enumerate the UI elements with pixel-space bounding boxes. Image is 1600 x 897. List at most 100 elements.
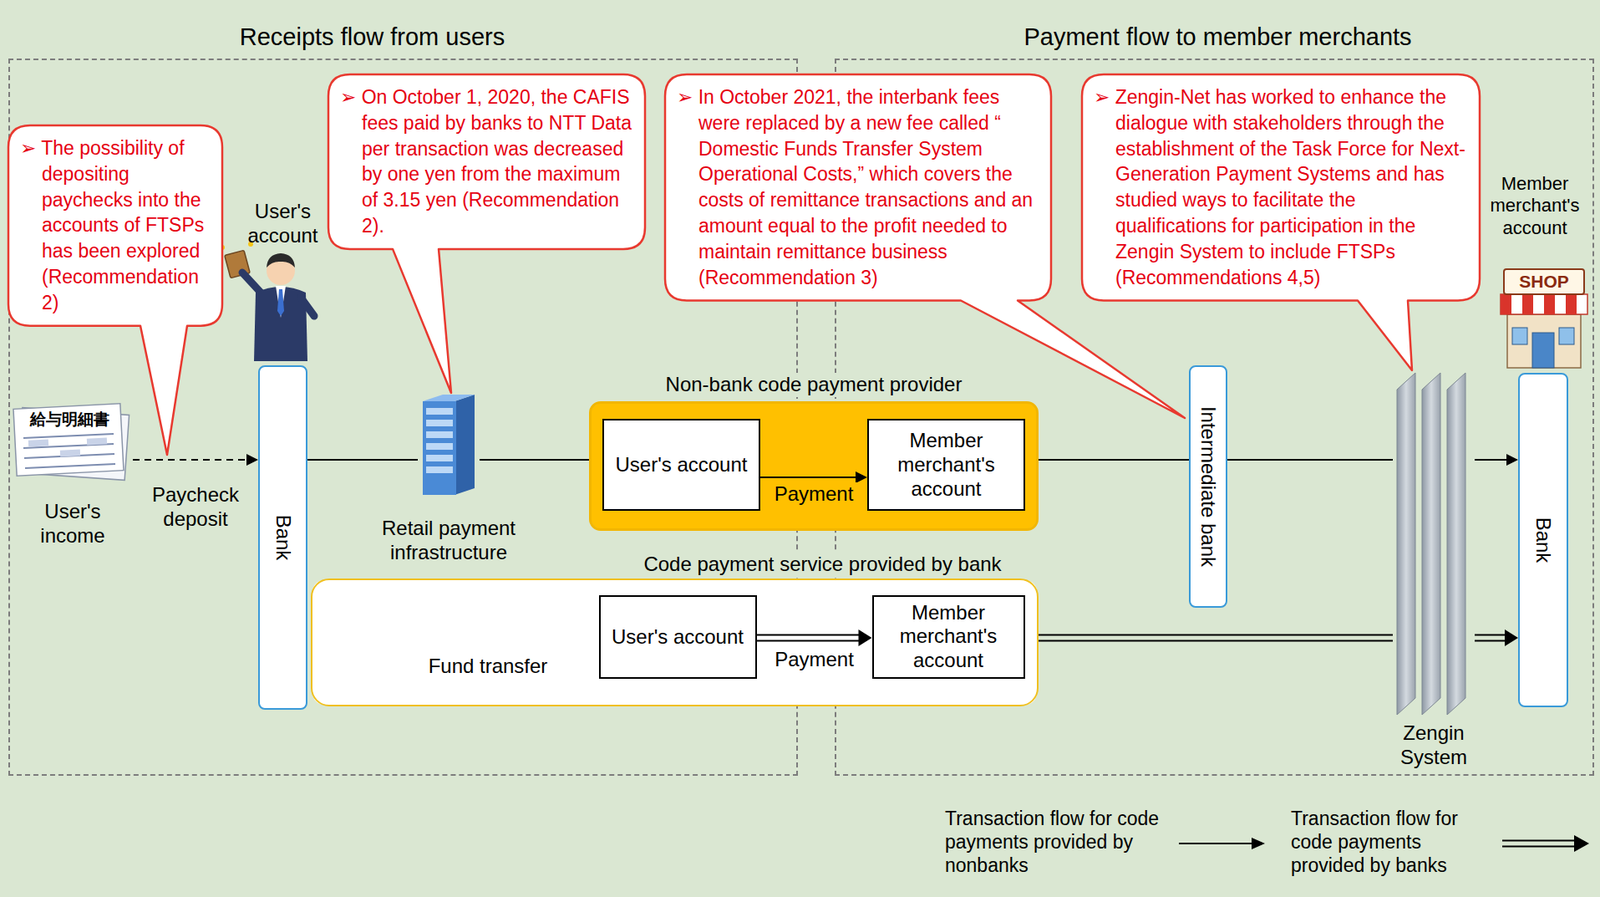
connector (1227, 459, 1393, 461)
vertical-label: Bank (270, 514, 295, 561)
shop-icon-part (1507, 314, 1581, 368)
connector-line (1038, 458, 1189, 461)
callout-text: ➢ Zengin-Net has worked to enhance the d… (1115, 84, 1468, 291)
shop-icon-part (1503, 269, 1585, 295)
callout-text: ➢ The possibility of depositing paycheck… (41, 135, 211, 316)
user-figure-part (277, 289, 285, 316)
intermediate-bank-bar: Intermediate bank (1188, 365, 1228, 608)
vertical-label: Intermediate bank (1196, 406, 1221, 567)
connector-line (1474, 634, 1509, 636)
shop-icon-part-part (1522, 294, 1534, 315)
server-icon (422, 394, 475, 495)
legend-sample-single-part (1178, 842, 1254, 844)
node-label: Fund transfer (404, 654, 572, 679)
connector-line (1474, 640, 1509, 642)
connector-line (1038, 640, 1393, 642)
edge-label: Paycheck deposit (145, 482, 246, 532)
shop-icon-part (1500, 294, 1577, 315)
payslip-illustration-part (23, 433, 116, 468)
vertical-label: Bank (1531, 517, 1556, 564)
zengin-plates-part (1447, 372, 1466, 715)
connector (479, 459, 590, 461)
connector (307, 459, 418, 461)
node-label: Payment flow to member merchants (967, 22, 1469, 52)
server-icon-part-part (426, 454, 453, 462)
server-icon-part (426, 407, 453, 473)
double-connector (1038, 634, 1393, 641)
connector-line (756, 634, 863, 636)
arrow-head (1506, 453, 1519, 466)
node-label: Receipts flow from users (121, 22, 624, 52)
payslip-illustration-part-part (23, 433, 114, 438)
shop-icon (1500, 269, 1588, 368)
connector (760, 471, 868, 483)
sign-text: SHOP (1506, 270, 1582, 292)
server-icon-part-part (426, 466, 453, 473)
node-label: User's income (26, 499, 119, 549)
connector-line (307, 458, 418, 461)
payslip-illustration-part-part (28, 438, 49, 447)
node-label: Non-bank code payment provider (660, 372, 968, 397)
node-label: 給与明細書 (10, 410, 128, 430)
connector-line (1227, 458, 1393, 461)
server-icon-part-part (426, 407, 453, 415)
connector (1474, 453, 1519, 466)
arrow-head (858, 629, 873, 646)
legend-sample-double-part (1502, 845, 1578, 848)
legend-text: Transaction flow for code payments provi… (1290, 806, 1496, 877)
double-connector (1474, 629, 1519, 646)
connector-line (479, 458, 590, 461)
payslip-illustration-part-part (86, 436, 107, 445)
server-node: Retail payment infrastructure (417, 397, 480, 495)
zengin-node: Zengin System (1392, 372, 1475, 715)
legend-sample-double (1502, 834, 1590, 852)
account-box: Member merchant's account (867, 418, 1026, 511)
legend-text: Transaction flow for code payments provi… (944, 806, 1167, 877)
legend-sample-double-part (1502, 839, 1578, 842)
callout-shape (1081, 74, 1480, 371)
connector-line (132, 458, 249, 461)
double-connector (756, 629, 873, 646)
user-figure-part (275, 285, 286, 318)
user-figure-part (266, 253, 295, 268)
callout-bubble: ➢ In October 2021, the interbank fees we… (665, 74, 1052, 301)
server-icon-part-part (426, 431, 453, 438)
server-icon-part-part (426, 442, 453, 450)
server-icon-part-part (426, 419, 453, 427)
legend-sample-single-part (1251, 837, 1265, 849)
arrow-head (246, 453, 259, 466)
user-figure-part (300, 297, 315, 316)
panel-fill (590, 402, 1037, 529)
shop-icon-part-part (1544, 294, 1555, 315)
connector-line (1038, 634, 1393, 636)
zengin-plates-part (1396, 372, 1416, 715)
shop-icon-part (1532, 332, 1555, 368)
node-label: Member merchant's account (873, 599, 1024, 672)
callout-shape (8, 125, 223, 455)
server-icon-part (454, 394, 475, 495)
account-box: User's account (599, 594, 757, 679)
account-box: User's account (602, 418, 761, 511)
node-label: User's account (604, 452, 759, 478)
edge-label: Payment (767, 482, 860, 507)
edge-label: Payment (768, 647, 861, 672)
dashed-connector (132, 453, 259, 466)
panel-fill (312, 579, 1037, 705)
payslip-node: 給与明細書User's income (12, 402, 133, 480)
callout-text: ➢ On October 1, 2020, the CAFIS fees pai… (361, 84, 634, 239)
provider-panel: Non-bank code payment providerUser's acc… (589, 401, 1039, 531)
zengin-plates (1396, 372, 1466, 715)
payslip-illustration-part-part (25, 463, 116, 468)
callout-text: ➢ In October 2021, the interbank fees we… (698, 84, 1040, 291)
connector-line (760, 476, 858, 478)
legend-sample-double-part (1574, 834, 1590, 852)
shop-icon-part-part (1500, 294, 1512, 315)
legend-sample-single (1178, 837, 1265, 849)
node-label: User's account (600, 624, 756, 649)
node-label: Retail payment infrastructure (344, 516, 554, 565)
node-label: Zengin System (1387, 721, 1480, 770)
user-figure (217, 241, 315, 361)
